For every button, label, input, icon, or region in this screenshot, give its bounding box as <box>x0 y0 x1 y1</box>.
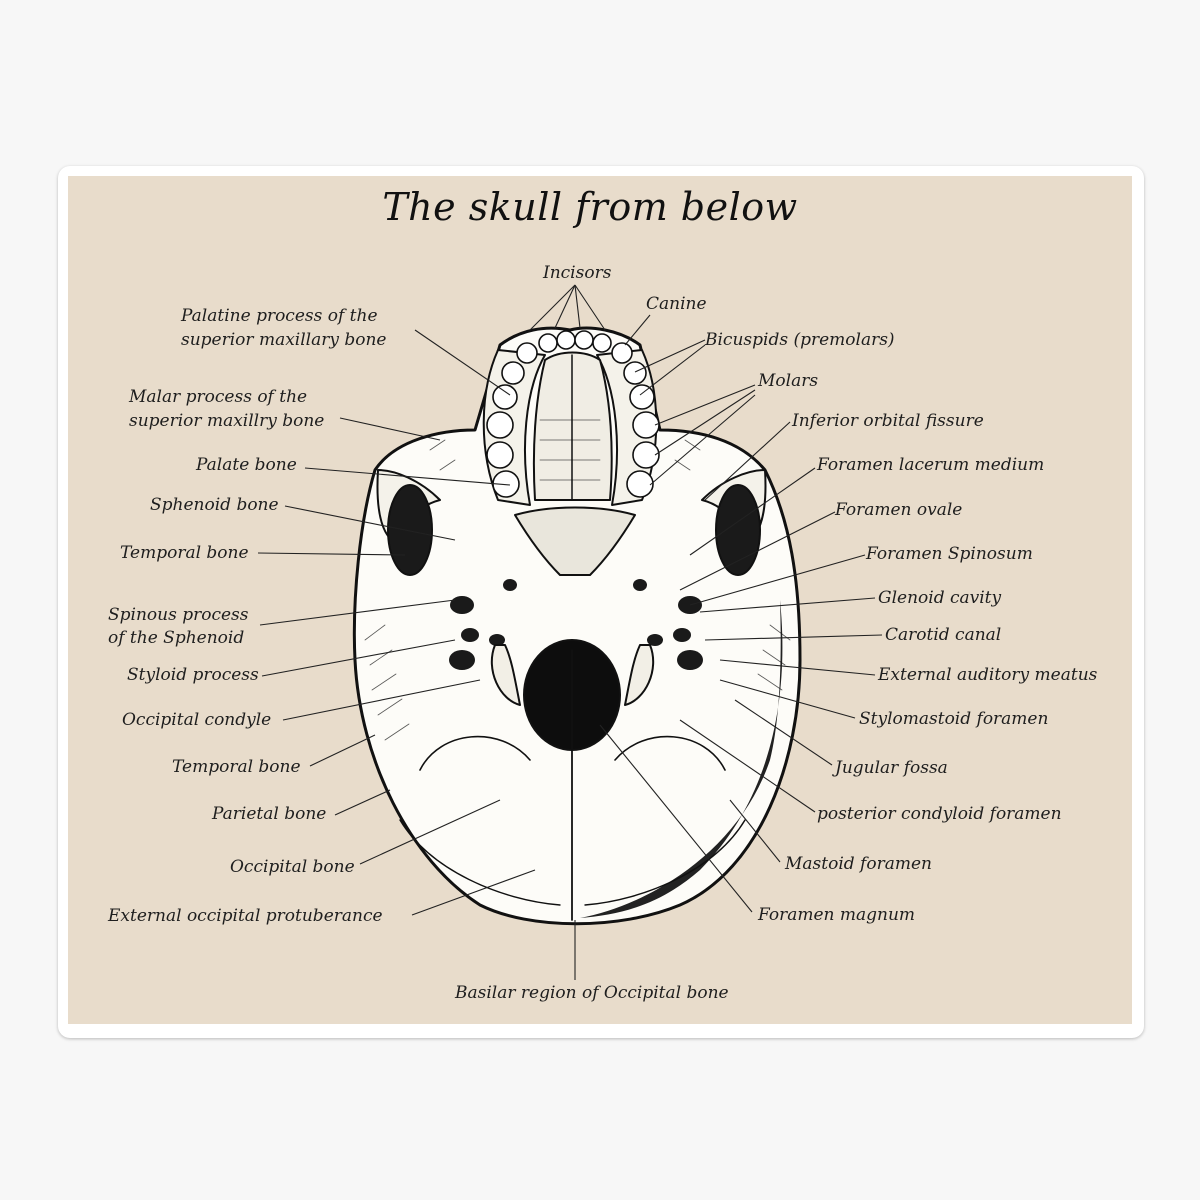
label-incisors: Incisors <box>543 263 612 283</box>
label-spinous-line2: of the Sphenoid <box>108 628 245 648</box>
label-mastoid: Mastoid foramen <box>785 854 932 874</box>
label-external-auditory: External auditory meatus <box>878 665 1098 685</box>
label-foramen-ovale: Foramen ovale <box>835 500 963 520</box>
label-spinous-line1: Spinous process <box>108 605 249 625</box>
label-sphenoid-bone: Sphenoid bone <box>150 495 279 515</box>
label-malar-line2: superior maxillry bone <box>129 411 325 431</box>
label-canine: Canine <box>646 294 707 314</box>
label-stylomastoid: Stylomastoid foramen <box>859 709 1049 729</box>
label-styloid: Styloid process <box>127 665 259 685</box>
label-temporal-bone-upper: Temporal bone <box>120 543 249 563</box>
label-palate-bone: Palate bone <box>196 455 297 475</box>
label-basilar: Basilar region of Occipital bone <box>455 983 729 1003</box>
foramina <box>449 579 703 670</box>
poster-title: The skull from below <box>382 185 798 229</box>
label-occipital-bone: Occipital bone <box>230 857 355 877</box>
leader-lines <box>257 284 883 980</box>
label-foramen-lacerum: Foramen lacerum medium <box>817 455 1045 475</box>
label-temporal-bone-lower: Temporal bone <box>172 757 301 777</box>
teeth <box>486 330 660 498</box>
label-posterior-condyloid: posterior condyloid foramen <box>817 804 1062 824</box>
hard-palate <box>532 351 613 501</box>
condyle-right <box>624 644 655 706</box>
condyle-left <box>490 644 521 706</box>
label-carotid: Carotid canal <box>885 625 1002 645</box>
label-occipital-condyle: Occipital condyle <box>122 710 272 730</box>
label-molars: Molars <box>758 371 819 391</box>
label-malar-line1: Malar process of the <box>129 387 308 407</box>
label-external-occipital: External occipital protuberance <box>108 906 383 926</box>
label-bicuspids: Bicuspids (premolars) <box>705 330 895 350</box>
label-foramen-spinosum: Foramen Spinosum <box>866 544 1033 564</box>
label-palatine-line1: Palatine process of the <box>181 306 378 326</box>
label-inferior-orbital: Inferior orbital fissure <box>792 411 984 431</box>
label-jugular: Jugular fossa <box>835 758 948 778</box>
label-foramen-magnum: Foramen magnum <box>758 905 916 925</box>
label-palatine-line2: superior maxillary bone <box>181 330 387 350</box>
label-parietal: Parietal bone <box>212 804 327 824</box>
label-glenoid: Glenoid cavity <box>878 588 1002 608</box>
skull-outline <box>352 326 802 926</box>
